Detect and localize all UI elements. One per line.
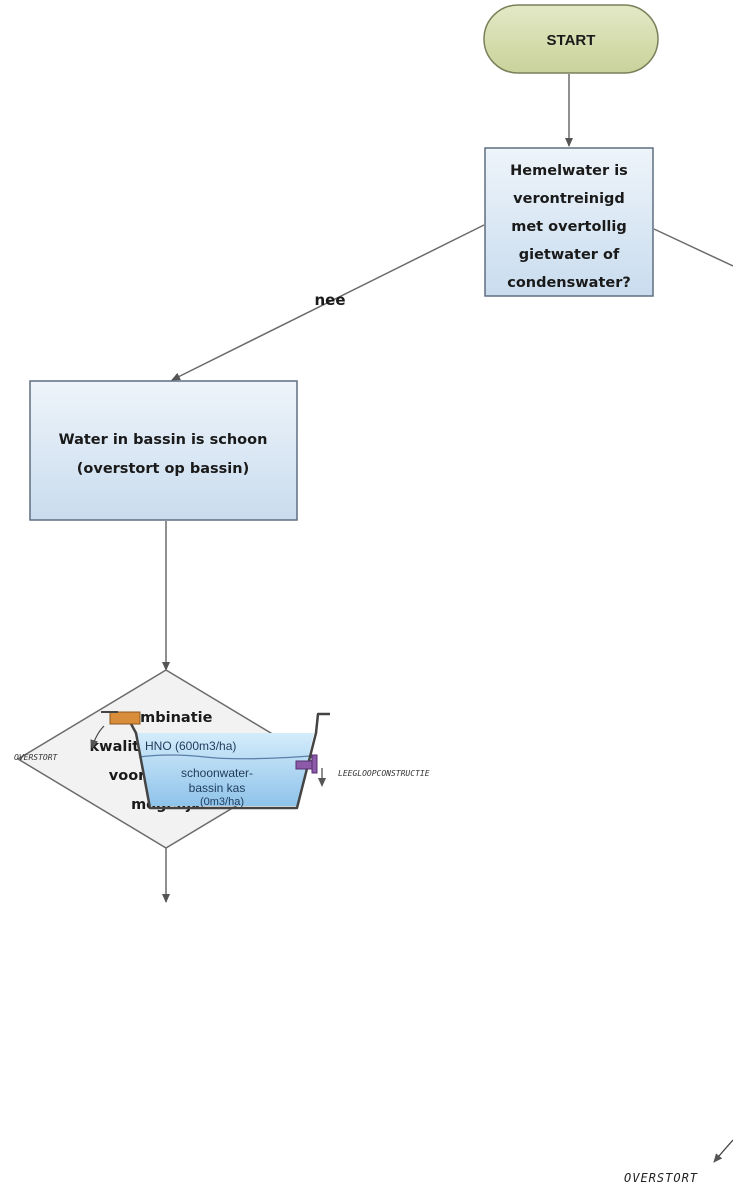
question-line: met overtollig xyxy=(511,219,627,235)
arrow-question-to-clean-box xyxy=(171,224,485,381)
basin-clean-line: (0m3/ha) xyxy=(200,796,244,808)
basin-water xyxy=(136,733,314,806)
question-box: Hemelwater is verontreinigd met overtoll… xyxy=(484,147,654,297)
question-line: Hemelwater is xyxy=(510,163,628,179)
basin-clean-line: schoonwater- xyxy=(181,766,253,780)
clean-water-box: Water in bassin is schoon (overstort op … xyxy=(29,380,298,521)
edge-label-nee: nee xyxy=(314,291,345,309)
basin-level-line xyxy=(138,754,312,760)
arrow-question-right-branch xyxy=(653,228,733,267)
clean-box-line: Water in bassin is schoon xyxy=(59,432,268,448)
basin-hno-label: HNO (600m3/ha) xyxy=(145,739,236,753)
basin-drain-label: LEEGLOOPCONSTRUCTIE xyxy=(338,769,430,778)
clean-box-line: (overstort op bassin) xyxy=(77,461,249,477)
bottom-right-arrow xyxy=(713,1139,733,1163)
question-line: verontreinigd xyxy=(513,191,625,207)
overflow-arrow xyxy=(90,725,105,749)
overflow-spout xyxy=(109,711,141,725)
question-line: condenswater? xyxy=(507,275,631,291)
basin-walls xyxy=(128,712,330,810)
basin-clean-line: bassin kas xyxy=(189,781,246,795)
start-node: START xyxy=(483,4,659,74)
bottom-right-overflow: OVERSTORT xyxy=(624,1139,733,1185)
start-label: START xyxy=(547,32,596,49)
question-line: gietwater of xyxy=(519,247,620,263)
decision-line: Combinatie xyxy=(120,710,213,726)
drain-tap xyxy=(295,760,315,770)
basin-overflow-label: OVERSTORT xyxy=(14,753,59,762)
basin-illustration: OVERSTORT LEEGLOOPCONSTRUCTIE HNO (600m3… xyxy=(14,711,430,810)
bottom-right-overflow-label: OVERSTORT xyxy=(624,1171,698,1185)
